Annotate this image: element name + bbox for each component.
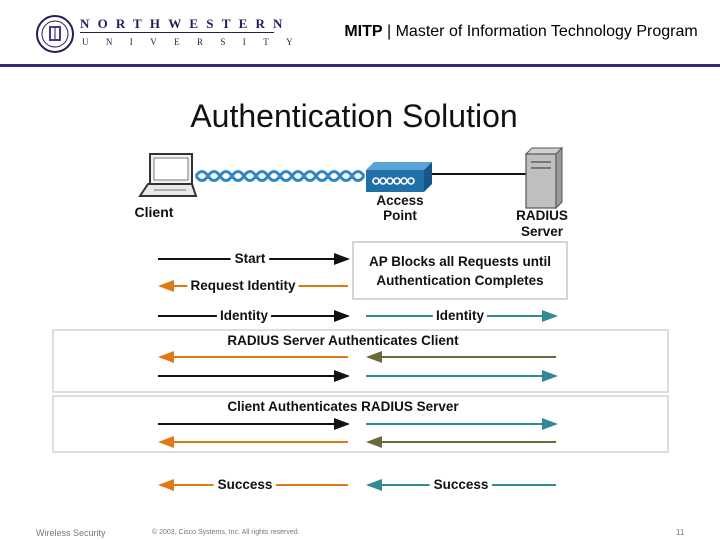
authentication-diagram: Client Access Point RADIUS Server Start … bbox=[52, 146, 669, 496]
identity-label-left: Identity bbox=[220, 308, 268, 323]
radius-server-label-2: Server bbox=[521, 224, 564, 239]
program-title-bold: MITP bbox=[344, 23, 383, 40]
program-title-rest: | Master of Information Technology Progr… bbox=[382, 23, 698, 40]
program-title: MITP | Master of Information Technology … bbox=[330, 22, 712, 42]
logo-wordmark-bottom: UNIVERSITY bbox=[82, 37, 310, 47]
access-point-label-1: Access bbox=[376, 193, 423, 208]
server-icon bbox=[524, 146, 564, 210]
ap-blocks-line-1: AP Blocks all Requests until bbox=[369, 254, 551, 269]
logo-rule bbox=[80, 32, 274, 33]
access-point-icon bbox=[366, 162, 432, 192]
radius-auth-client-box bbox=[52, 329, 669, 393]
header-rule bbox=[0, 64, 720, 67]
logo-wordmark-top: NORTHWESTERN bbox=[80, 16, 291, 31]
radius-server-label-1: RADIUS bbox=[516, 208, 568, 223]
radius-auth-client-label: RADIUS Server Authenticates Client bbox=[227, 333, 459, 348]
ap-blocks-box bbox=[352, 241, 568, 300]
slide-title: Authentication Solution bbox=[190, 98, 518, 134]
start-label: Start bbox=[235, 251, 266, 266]
footer-course: Wireless Security bbox=[36, 528, 106, 538]
success-label-left: Success bbox=[218, 477, 273, 492]
client-label: Client bbox=[135, 204, 174, 220]
university-seal-icon bbox=[36, 15, 74, 53]
access-point-label-2: Point bbox=[383, 208, 417, 223]
client-auth-radius-label: Client Authenticates RADIUS Server bbox=[227, 399, 459, 414]
client-auth-radius-box bbox=[52, 395, 669, 453]
request-identity-label: Request Identity bbox=[190, 278, 296, 293]
identity-label-right: Identity bbox=[436, 308, 484, 323]
wireless-wave-2 bbox=[194, 170, 366, 182]
footer-page-number: 11 bbox=[676, 528, 685, 537]
ap-blocks-line-2: Authentication Completes bbox=[376, 273, 543, 288]
laptop-icon bbox=[138, 153, 198, 197]
footer-copyright: © 2003, Cisco Systems, Inc. All rights r… bbox=[152, 529, 300, 536]
success-label-right: Success bbox=[434, 477, 489, 492]
northwestern-logo bbox=[35, 14, 275, 54]
